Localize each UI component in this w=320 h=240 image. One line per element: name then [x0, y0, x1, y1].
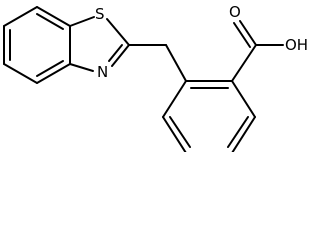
bond-c7a-s — [69, 16, 95, 27]
bond-benzo-6 — [3, 6, 38, 27]
bond-c-o-double-2 — [233, 22, 251, 48]
bond-benzo-double-3 — [36, 13, 64, 30]
bond-s-c2 — [106, 18, 130, 46]
bond-benzo-2 — [3, 63, 38, 84]
bond-ring-2 — [231, 80, 256, 118]
bond-benzo-double-2 — [36, 60, 64, 77]
carboxylic-acid-group: O OH — [229, 3, 308, 82]
bond-benzo-5 — [36, 6, 71, 27]
bond-ring-double-2 — [227, 116, 249, 148]
benzoic-acid-ring — [162, 80, 256, 152]
bond-ring-6 — [162, 80, 187, 118]
bond-benzo-3 — [36, 63, 71, 84]
bond-c2-n-inner — [108, 44, 123, 62]
sulfur-atom: S — [95, 5, 105, 23]
thiazole-ring: S N — [69, 5, 130, 81]
bond-n-c3a — [69, 63, 94, 72]
methylene-bridge — [128, 44, 187, 82]
bond-c2-n-double — [111, 44, 130, 67]
bond-ring-5 — [162, 116, 187, 152]
chemical-structure: S N O OH — [3, 3, 308, 152]
hydroxyl-group: OH — [285, 36, 308, 54]
bond-ch2-ring — [165, 44, 187, 82]
carbonyl-oxygen-atom: O — [229, 3, 241, 21]
nitrogen-atom: N — [97, 63, 108, 81]
benzo-ring — [3, 6, 71, 84]
bond-c-o-double — [239, 20, 257, 46]
bond-ring-cooh — [231, 44, 257, 82]
bond-ring-double-3 — [169, 116, 191, 148]
bond-ring-3 — [231, 116, 256, 152]
